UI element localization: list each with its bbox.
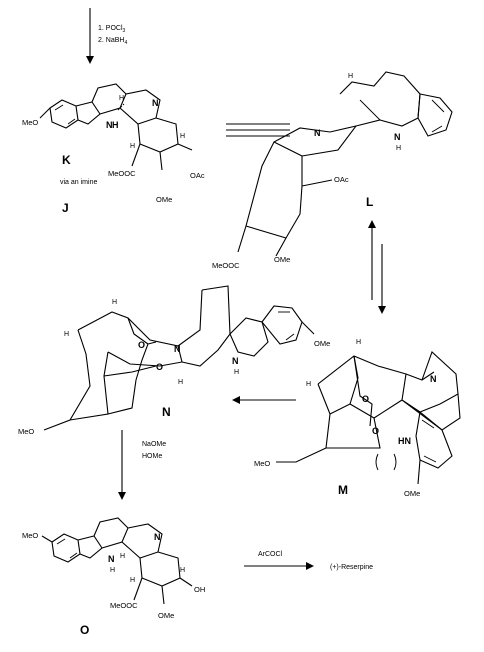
k-nh-label: H: [112, 120, 119, 130]
n-n-label: N: [174, 344, 181, 354]
o-meo-label: MeO: [22, 531, 38, 540]
compound-k-label: K: [62, 153, 71, 167]
via-imine-text: via an imine: [60, 179, 97, 186]
n-h-bottom: H: [178, 379, 183, 386]
reagent-nabh4: 2. NaBH4: [98, 37, 127, 46]
molecule-l: [237, 71, 453, 257]
compound-m-label: M: [338, 483, 348, 497]
m-n-label: N: [430, 374, 437, 384]
k-h-right: H: [180, 133, 185, 140]
m-o-ring: O: [362, 394, 369, 404]
o-nh-h: H: [110, 567, 115, 574]
l-h-label: H: [348, 73, 353, 80]
n-h-top: H: [112, 299, 117, 306]
n-nh-h: H: [234, 369, 239, 376]
n-o-ring: O: [138, 340, 145, 350]
n-h-left: H: [64, 331, 69, 338]
k-h-left: H: [130, 143, 135, 150]
n-nh-n: N: [232, 356, 239, 366]
compound-l-label: L: [366, 195, 373, 209]
m-hn-label: HN: [398, 436, 411, 446]
molecule-n: [43, 285, 315, 431]
m-ome-label: OMe: [404, 489, 420, 498]
k-meo-label: MeO: [22, 118, 38, 127]
reagent-naome: NaOMe: [142, 441, 166, 448]
k-ome-label: OMe: [156, 195, 172, 204]
arrow-n-to-o: [118, 430, 126, 500]
k-h-top: H: [119, 95, 124, 102]
l-meooc-label: MeOOC: [212, 261, 240, 270]
o-meooc-label: MeOOC: [110, 601, 138, 610]
n-ome-label: OMe: [314, 339, 330, 348]
reagent-arcocl: ArCOCl: [258, 551, 283, 558]
k-n-amine: N: [152, 98, 159, 108]
compound-j-label: J: [62, 201, 69, 215]
arrow-o-to-reserpine: [244, 562, 314, 570]
m-h-top: H: [356, 339, 361, 346]
reagent-home: HOMe: [142, 453, 162, 460]
m-h-left: H: [306, 381, 311, 388]
m-o-carbonyl: O: [372, 426, 379, 436]
o-ome-label: OMe: [158, 611, 174, 620]
product-reserpine: (+)-Reserpine: [330, 564, 373, 571]
l-ome-label: OMe: [274, 255, 290, 264]
o-n-amine: N: [154, 532, 161, 542]
k-n-indole: N: [106, 120, 113, 130]
k-meooc-label: MeOOC: [108, 169, 136, 178]
o-oh-label: OH: [194, 585, 205, 594]
molecule-o: [41, 517, 193, 605]
molecule-k: [39, 83, 193, 171]
o-h-center: H: [120, 553, 125, 560]
o-h-right: H: [180, 567, 185, 574]
n-meo-label: MeO: [18, 427, 34, 436]
arrow-m-to-n: [232, 396, 296, 404]
n-o-carbonyl: O: [156, 362, 163, 372]
m-meo-label: MeO: [254, 459, 270, 468]
k-oac-label: OAc: [190, 171, 205, 180]
compound-o-label: O: [80, 623, 89, 637]
l-n-label: N: [314, 128, 321, 138]
l-nh-label: N: [394, 132, 401, 142]
equilibrium-arrows-l-m: [368, 220, 386, 314]
equivalence-sign: [226, 123, 290, 137]
compound-n-label: N: [162, 405, 171, 419]
o-h-left: H: [130, 577, 135, 584]
molecule-m: [276, 351, 461, 485]
l-nh-h: H: [396, 145, 401, 152]
top-reagent-arrow: [86, 8, 94, 64]
l-oac-label: OAc: [334, 175, 349, 184]
o-n-indole: N: [108, 554, 115, 564]
reagent-pocl3: 1. POCl3: [98, 25, 126, 34]
